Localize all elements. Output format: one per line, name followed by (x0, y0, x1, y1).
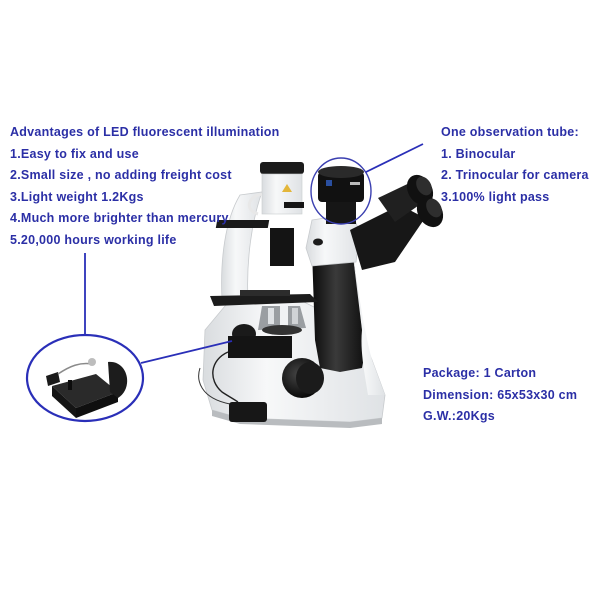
led-advantages-panel: Advantages of LED fluorescent illuminati… (10, 125, 280, 254)
callout-line-led-to-microscope (140, 340, 233, 364)
callout-line-camera (365, 143, 424, 173)
led-advantages-title: Advantages of LED fluorescent illuminati… (10, 125, 280, 139)
led-advantage-item: 3.Light weight 1.2Kgs (10, 189, 144, 204)
observation-tube-item: 2. Trinocular for camera (441, 168, 589, 182)
camera-highlight-circle (310, 157, 372, 225)
observation-tube-title: One observation tube: (441, 125, 579, 139)
led-advantage-item: 4.Much more brighter than mercury (10, 211, 229, 225)
led-module-callout (25, 333, 145, 423)
led-advantage-item: 5.20,000 hours working life (10, 232, 177, 247)
package-info-item: Package: 1 Carton (423, 366, 537, 380)
led-module-image (46, 358, 128, 418)
observation-tube-item: 3.100% light pass (441, 189, 550, 204)
observation-tube-item: 1. Binocular (441, 146, 516, 161)
observation-tube-panel: One observation tube: 1. Binocular 2. Tr… (441, 125, 589, 211)
microscope-image (198, 162, 444, 428)
package-info-item: Dimension: 65x53x30 cm (423, 387, 578, 402)
package-info-item: G.W.:20Kgs (423, 409, 495, 423)
led-advantage-item: 2.Small size , no adding freight cost (10, 168, 232, 182)
led-advantage-item: 1.Easy to fix and use (10, 146, 139, 161)
package-info-panel: Package: 1 Carton Dimension: 65x53x30 cm… (423, 366, 577, 431)
